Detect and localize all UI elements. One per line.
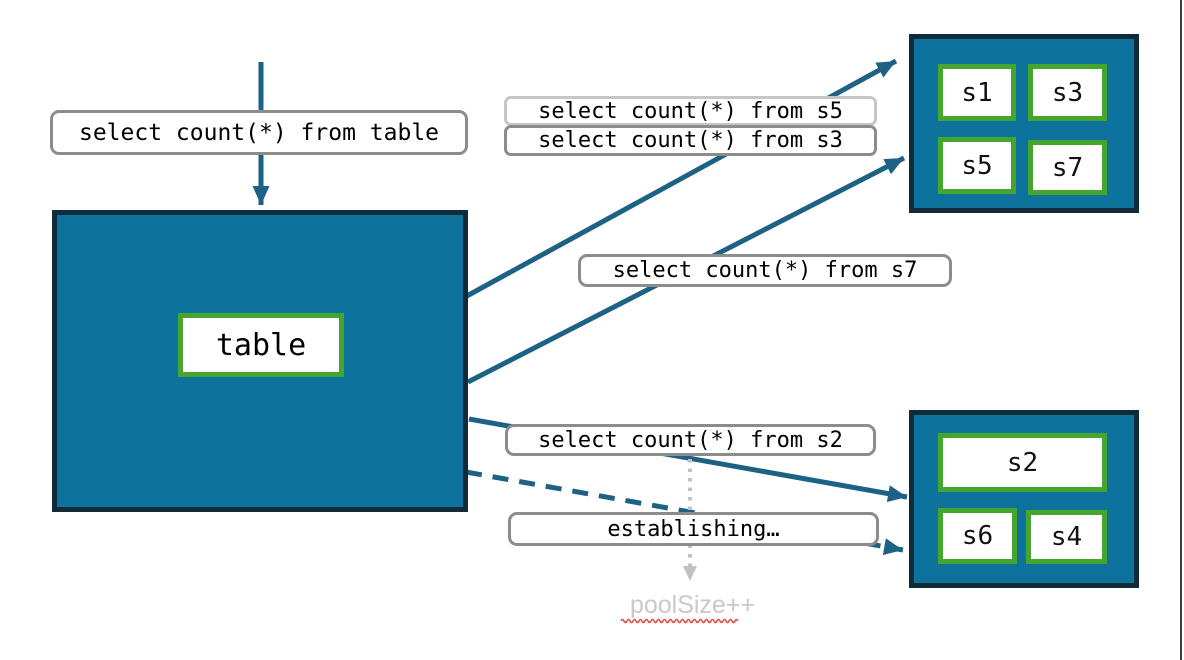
label-query-s2: select count(*) from s2 xyxy=(505,424,876,456)
label-query-table: select count(*) from table xyxy=(50,110,468,155)
shard-s3: s3 xyxy=(1028,64,1107,121)
shard-s2: s2 xyxy=(938,433,1107,492)
shard-s6: s6 xyxy=(938,508,1017,564)
label-query-s5: select count(*) from s5 xyxy=(504,96,877,126)
table-name-tag: table xyxy=(178,313,344,377)
shard-s1: s1 xyxy=(938,64,1016,121)
shard-s4: s4 xyxy=(1026,510,1107,564)
shard-group-top: s1 s3 s5 s7 xyxy=(909,34,1139,213)
label-establishing: establishing… xyxy=(508,512,879,546)
label-query-s7: select count(*) from s7 xyxy=(578,254,952,287)
table-box: table xyxy=(52,210,468,512)
poolsize-note: poolSize++ xyxy=(629,591,756,619)
shard-s7: s7 xyxy=(1028,140,1107,195)
arrow-table-to-shards-bottom-dashed xyxy=(465,469,904,556)
spellcheck-squiggle xyxy=(620,618,739,624)
slide-right-edge xyxy=(1180,0,1182,660)
shard-group-bottom: s2 s6 s4 xyxy=(909,410,1139,588)
shard-s5: s5 xyxy=(938,137,1016,194)
label-query-s3: select count(*) from s3 xyxy=(504,125,877,156)
